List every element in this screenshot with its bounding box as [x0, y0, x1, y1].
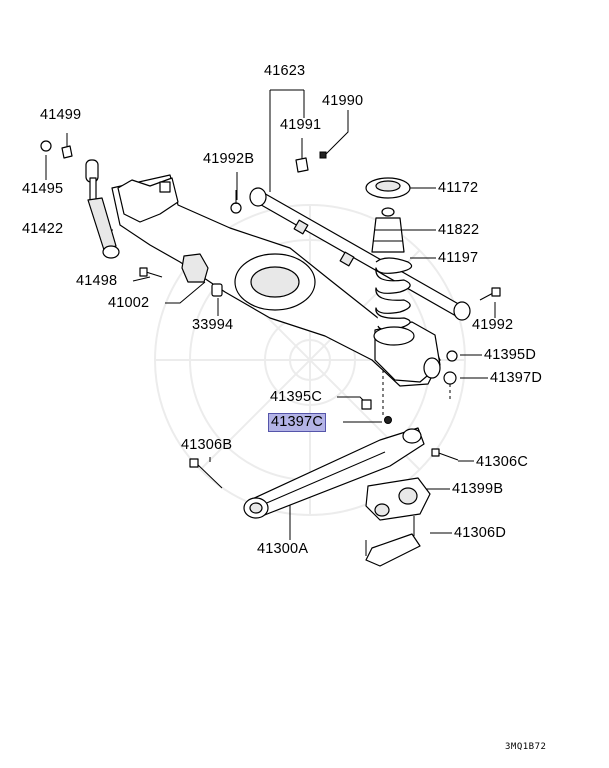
part-label-41991[interactable]: 41991	[280, 117, 322, 133]
part-label-41397c-highlighted[interactable]: 41397C	[268, 413, 326, 432]
bolts	[139, 253, 501, 424]
part-label-41822[interactable]: 41822	[438, 222, 480, 238]
part-label-41002[interactable]: 41002	[108, 295, 150, 311]
part-label-41306c[interactable]: 41306C	[476, 454, 528, 470]
part-label-41422[interactable]: 41422	[22, 221, 64, 237]
part-label-41172[interactable]: 41172	[438, 180, 479, 196]
part-label-41499[interactable]: 41499	[40, 107, 82, 123]
part-label-41395d[interactable]: 41395D	[484, 347, 536, 363]
coil-spring-assembly	[365, 177, 415, 346]
axle-housing	[111, 174, 441, 387]
part-label-41306b[interactable]: 41306B	[181, 437, 233, 453]
part-label-41197[interactable]: 41197	[438, 250, 479, 266]
part-label-41397d[interactable]: 41397D	[490, 370, 542, 386]
part-label-41623[interactable]: 41623	[264, 63, 306, 79]
shock-absorber	[40, 140, 120, 259]
part-label-41399b[interactable]: 41399B	[452, 481, 504, 497]
part-label-41992b[interactable]: 41992B	[203, 151, 255, 167]
arm-bracket	[365, 477, 431, 567]
part-label-41990[interactable]: 41990	[322, 93, 364, 109]
part-label-41992[interactable]: 41992	[472, 317, 514, 333]
part-label-33994[interactable]: 33994	[192, 317, 234, 333]
trailing-arm	[189, 427, 459, 519]
part-label-41498[interactable]: 41498	[76, 273, 118, 289]
diagram-code: 3MQ1B72	[505, 742, 547, 752]
part-label-41306d[interactable]: 41306D	[454, 525, 506, 541]
part-label-41300a[interactable]: 41300A	[257, 541, 309, 557]
part-label-41495[interactable]: 41495	[22, 181, 64, 197]
part-label-41395c[interactable]: 41395C	[270, 389, 322, 405]
